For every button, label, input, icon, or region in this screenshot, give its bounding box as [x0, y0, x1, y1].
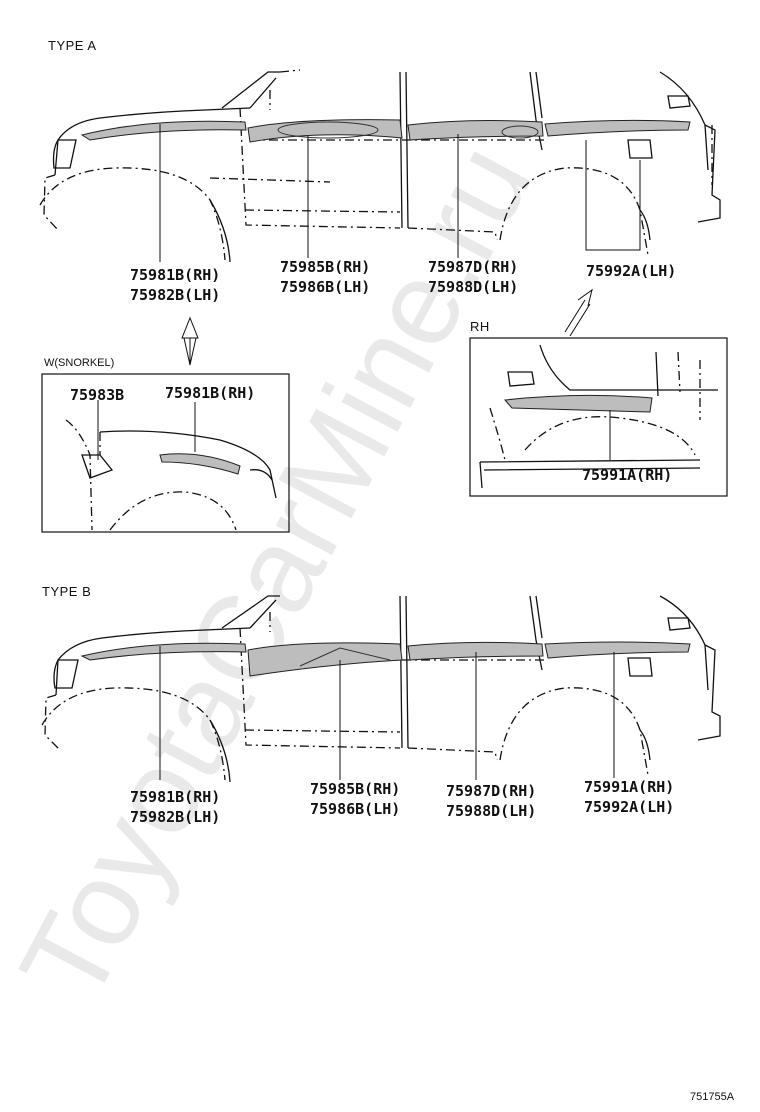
label-rh-quarter: 75991A(RH) [582, 466, 672, 484]
type-a-vehicle-outline [39, 69, 721, 263]
label-b-rear-door-rh: 75987D(RH) [446, 782, 536, 800]
label-snorkel-fender: 75981B(RH) [165, 384, 255, 402]
label-b-quarter-rh: 75991A(RH) [584, 778, 674, 796]
label-a-rear-door-rh: 75987D(RH) [428, 258, 518, 276]
label-a-fender-lh: 75982B(LH) [130, 286, 220, 304]
label-a-front-door-rh: 75985B(RH) [280, 258, 370, 276]
label-b-fender-rh: 75981B(RH) [130, 788, 220, 806]
label-b-fender-lh: 75982B(LH) [130, 808, 220, 826]
rh-inset-title: RH [470, 319, 490, 334]
type-a-title: TYPE A [48, 38, 97, 53]
label-a-quarter-lh: 75992A(LH) [586, 262, 676, 280]
label-b-rear-door-lh: 75988D(LH) [446, 802, 536, 820]
label-a-fender-rh: 75981B(RH) [130, 266, 220, 284]
arrow-up-right-icon [564, 288, 593, 333]
label-snorkel: 75983B [70, 386, 124, 404]
label-b-front-door-rh: 75985B(RH) [310, 780, 400, 798]
snorkel-inset-title: W(SNORKEL) [44, 357, 114, 369]
label-a-rear-door-lh: 75988D(LH) [428, 278, 518, 296]
arrow-up-icon [181, 316, 199, 365]
type-a-section: TYPE A [39, 38, 721, 366]
label-a-front-door-lh: 75986B(LH) [280, 278, 370, 296]
reference-code: 751755A [690, 1091, 735, 1103]
type-b-title: TYPE B [42, 584, 91, 599]
type-b-section: TYPE B [41, 584, 721, 826]
rh-inset: RH 75991A(RH) [469, 319, 728, 497]
snorkel-inset: W(SNORKEL) 75983B 75981B(RH) [41, 357, 290, 533]
label-b-quarter-lh: 75992A(LH) [584, 798, 674, 816]
label-b-front-door-lh: 75986B(LH) [310, 800, 400, 818]
type-b-vehicle-outline [41, 595, 721, 783]
